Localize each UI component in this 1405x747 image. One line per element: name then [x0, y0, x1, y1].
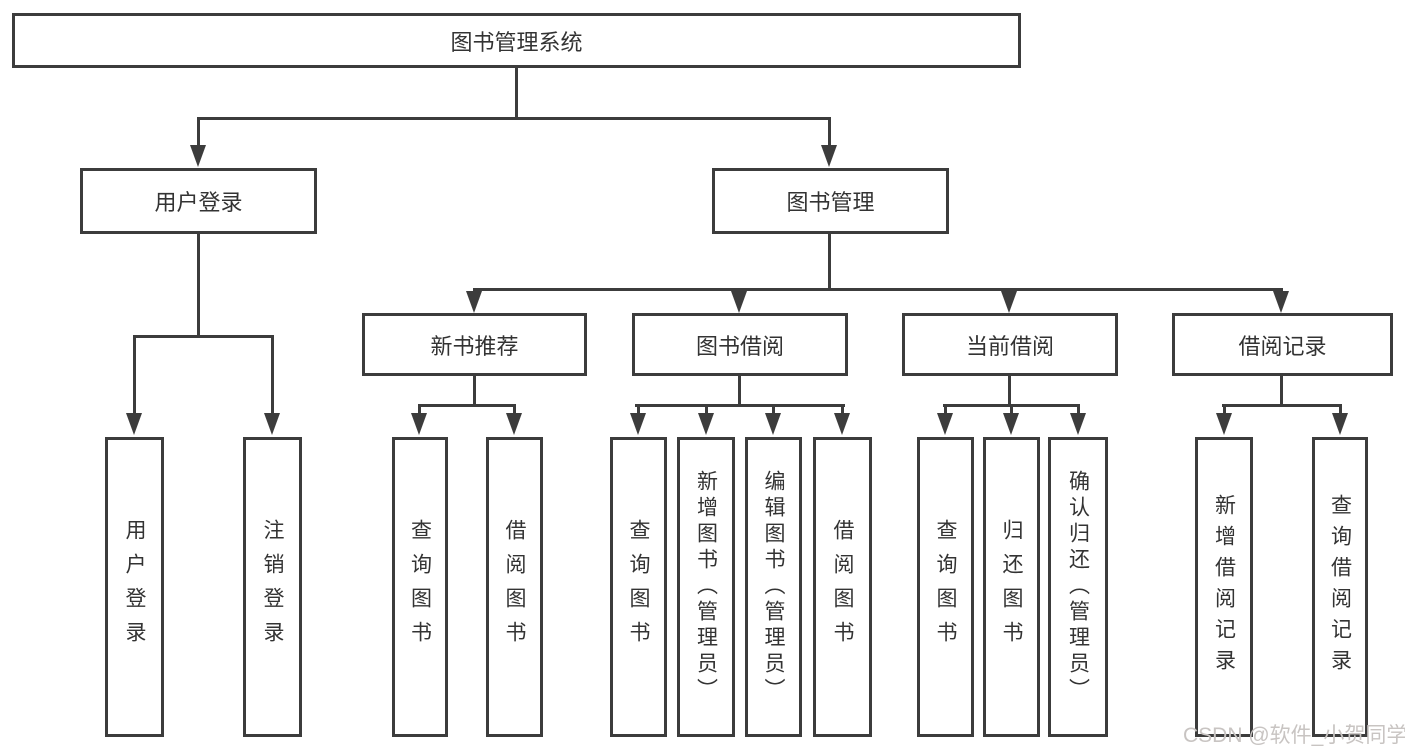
connector-borrow-record-bar — [1222, 404, 1342, 407]
connector-root-stem — [515, 68, 518, 120]
arrow-bb-query-head — [630, 413, 646, 435]
node-user-login: 用户登录 — [80, 168, 317, 234]
leaf-query-borrow-record: 查询借阅记录 — [1312, 437, 1368, 737]
arrow-cb-return-head — [1003, 413, 1019, 435]
arrow-user-login-head — [190, 145, 206, 167]
arrow-cb-query-head — [937, 413, 953, 435]
node-user-login-label: 用户登录 — [154, 190, 243, 215]
arrow-cb-confirm-head — [1070, 413, 1086, 435]
arrow-book-management-shaft — [828, 117, 831, 147]
connector-book-borrow-stem — [738, 376, 741, 406]
arrow-leaf-logout-head — [264, 413, 280, 435]
connector-user-login-bar — [133, 335, 274, 338]
arrow-leaf-login-shaft — [133, 335, 136, 415]
node-borrowing-records: 借阅记录 — [1172, 313, 1393, 376]
arrow-book-borrow-head — [731, 291, 747, 313]
arrow-br-query-shaft — [1339, 404, 1342, 416]
arrow-br-query-head — [1332, 413, 1348, 435]
node-library-system: 图书管理系统 — [12, 13, 1021, 68]
connector-borrow-record-stem — [1280, 376, 1283, 406]
leaf-borrow-query-books-label: 查询图书 — [627, 519, 650, 655]
arrow-bb-add-head — [698, 413, 714, 435]
csdn-watermark: CSDN @软件_小贺同学 — [1183, 724, 1405, 747]
node-new-book-recommendation: 新书推荐 — [362, 313, 587, 376]
arrow-br-add-shaft — [1223, 404, 1226, 416]
leaf-edit-books-admin: 编辑图书（管理员） — [745, 437, 802, 737]
arrow-nb-borrow-head — [506, 413, 522, 435]
arrow-new-book-head — [466, 291, 482, 313]
arrow-bb-add-shaft — [705, 404, 708, 416]
leaf-newbook-query-books: 查询图书 — [392, 437, 448, 737]
connector-book-borrow-bar — [635, 404, 845, 407]
arrow-user-login-shaft — [197, 117, 200, 147]
leaf-user-login: 用户登录 — [105, 437, 164, 737]
connector-current-borrow-stem — [1008, 376, 1011, 406]
arrow-leaf-login-head — [126, 413, 142, 435]
node-book-management-label: 图书管理 — [786, 190, 875, 215]
arrow-bb-edit-head — [765, 413, 781, 435]
arrow-borrow-record-head — [1273, 291, 1289, 313]
arrow-bb-query-shaft — [637, 404, 640, 416]
arrow-nb-query-head — [411, 413, 427, 435]
node-current-borrowing: 当前借阅 — [902, 313, 1118, 376]
leaf-logout-label: 注销登录 — [261, 519, 284, 655]
leaf-confirm-return-admin-label: 确认归还（管理员） — [1066, 470, 1090, 704]
leaf-add-books-admin-label: 新增图书（管理员） — [694, 470, 718, 704]
connector-root-bar — [197, 117, 831, 120]
leaf-newbook-borrow-books: 借阅图书 — [486, 437, 543, 737]
leaf-edit-books-admin-label: 编辑图书（管理员） — [762, 470, 785, 704]
arrow-book-management-head — [821, 145, 837, 167]
node-book-management: 图书管理 — [712, 168, 949, 234]
leaf-newbook-borrow-books-label: 借阅图书 — [503, 519, 526, 655]
arrow-bb-borrow-shaft — [841, 404, 844, 416]
leaf-return-books: 归还图书 — [983, 437, 1040, 737]
leaf-newbook-query-books-label: 查询图书 — [408, 519, 432, 655]
connector-new-book-stem — [473, 376, 476, 406]
leaf-add-books-admin: 新增图书（管理员） — [677, 437, 735, 737]
leaf-logout: 注销登录 — [243, 437, 302, 737]
node-borrowing-records-label: 借阅记录 — [1238, 333, 1327, 359]
leaf-current-query-books: 查询图书 — [917, 437, 974, 737]
arrow-current-borrow-head — [1001, 291, 1017, 313]
arrow-nb-borrow-shaft — [513, 404, 516, 416]
leaf-borrow-query-books: 查询图书 — [610, 437, 667, 737]
node-current-borrowing-label: 当前借阅 — [965, 333, 1054, 359]
leaf-query-borrow-record-label: 查询借阅记录 — [1328, 494, 1352, 680]
connector-new-book-bar — [418, 404, 516, 407]
arrow-cb-query-shaft — [944, 404, 947, 416]
arrow-bb-borrow-head — [834, 413, 850, 435]
arrow-leaf-logout-shaft — [271, 335, 274, 415]
connector-user-login-stem — [197, 234, 200, 335]
node-library-system-label: 图书管理系统 — [450, 29, 583, 55]
arrow-nb-query-shaft — [418, 404, 421, 416]
leaf-add-borrow-record-label: 新增借阅记录 — [1212, 494, 1236, 680]
connector-book-management-stem — [828, 234, 831, 290]
connector-book-management-bar — [473, 288, 1283, 291]
arrow-br-add-head — [1216, 413, 1232, 435]
leaf-add-borrow-record: 新增借阅记录 — [1195, 437, 1253, 737]
node-book-borrowing: 图书借阅 — [632, 313, 848, 376]
arrow-cb-confirm-shaft — [1077, 404, 1080, 416]
leaf-borrow-books: 借阅图书 — [813, 437, 872, 737]
leaf-current-query-books-label: 查询图书 — [934, 519, 957, 655]
leaf-borrow-books-label: 借阅图书 — [831, 519, 854, 655]
leaf-return-books-label: 归还图书 — [1000, 519, 1023, 655]
node-book-borrowing-label: 图书借阅 — [695, 333, 784, 359]
leaf-user-login-label: 用户登录 — [123, 519, 146, 655]
arrow-bb-edit-shaft — [772, 404, 775, 416]
node-new-book-recommendation-label: 新书推荐 — [430, 333, 519, 359]
arrow-cb-return-shaft — [1010, 404, 1013, 416]
leaf-confirm-return-admin: 确认归还（管理员） — [1048, 437, 1108, 737]
